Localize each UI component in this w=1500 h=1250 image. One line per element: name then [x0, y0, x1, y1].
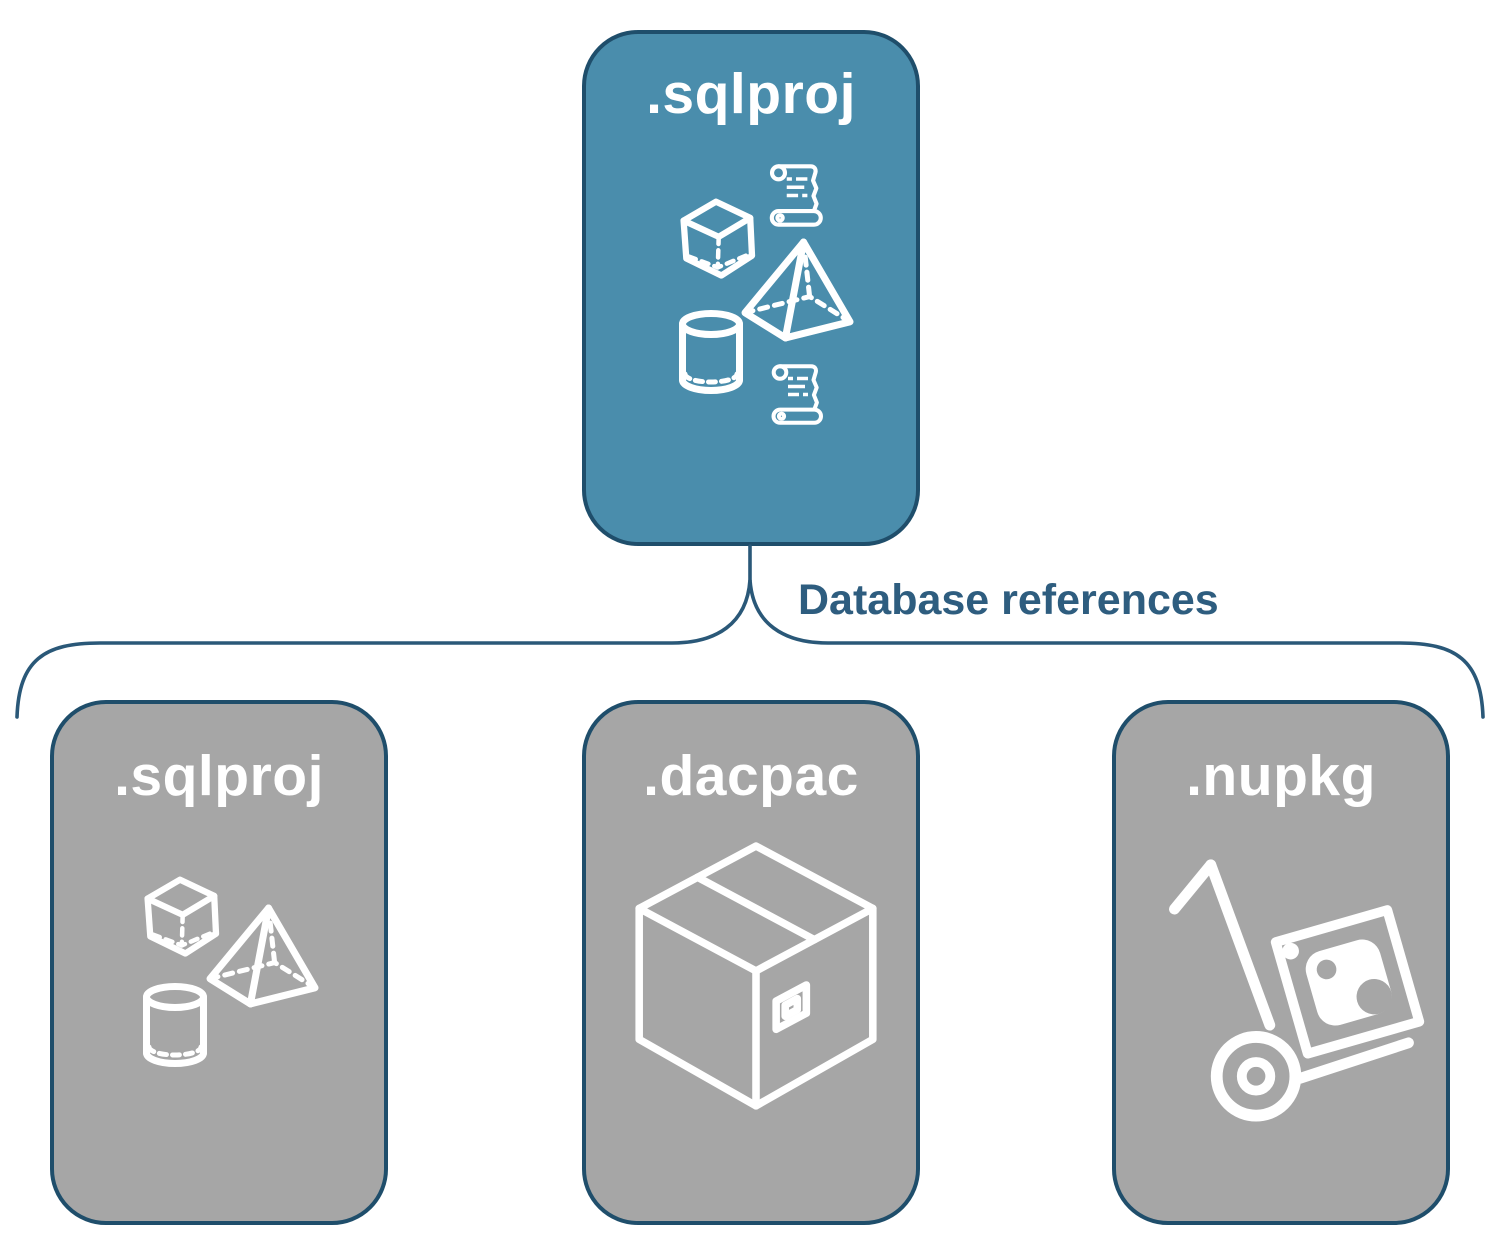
- cylinder-icon: [679, 310, 743, 394]
- pyramid-icon: [741, 238, 854, 342]
- child-node-title: .nupkg: [1186, 744, 1376, 808]
- child-node-sqlproj: .sqlproj: [50, 700, 388, 1225]
- root-node-title: .sqlproj: [646, 62, 856, 126]
- cube-icon: [144, 876, 220, 957]
- cube-icon: [680, 198, 756, 279]
- script-scroll-icon: [769, 164, 823, 227]
- child-node-nupkg: .nupkg: [1112, 700, 1450, 1225]
- connector-label: Database references: [798, 576, 1219, 624]
- script-scroll-icon: [771, 364, 823, 425]
- child-node-title: .dacpac: [643, 744, 859, 808]
- package-box-icon: [635, 842, 877, 1110]
- child-node-title: .sqlproj: [114, 744, 324, 808]
- nuget-handtruck-icon: [1169, 859, 1425, 1122]
- cylinder-icon: [143, 983, 207, 1067]
- pyramid-icon: [206, 904, 319, 1008]
- root-node-sqlproj: .sqlproj: [582, 30, 920, 546]
- child-node-dacpac: .dacpac: [582, 700, 920, 1225]
- brace-connector: [15, 544, 1485, 719]
